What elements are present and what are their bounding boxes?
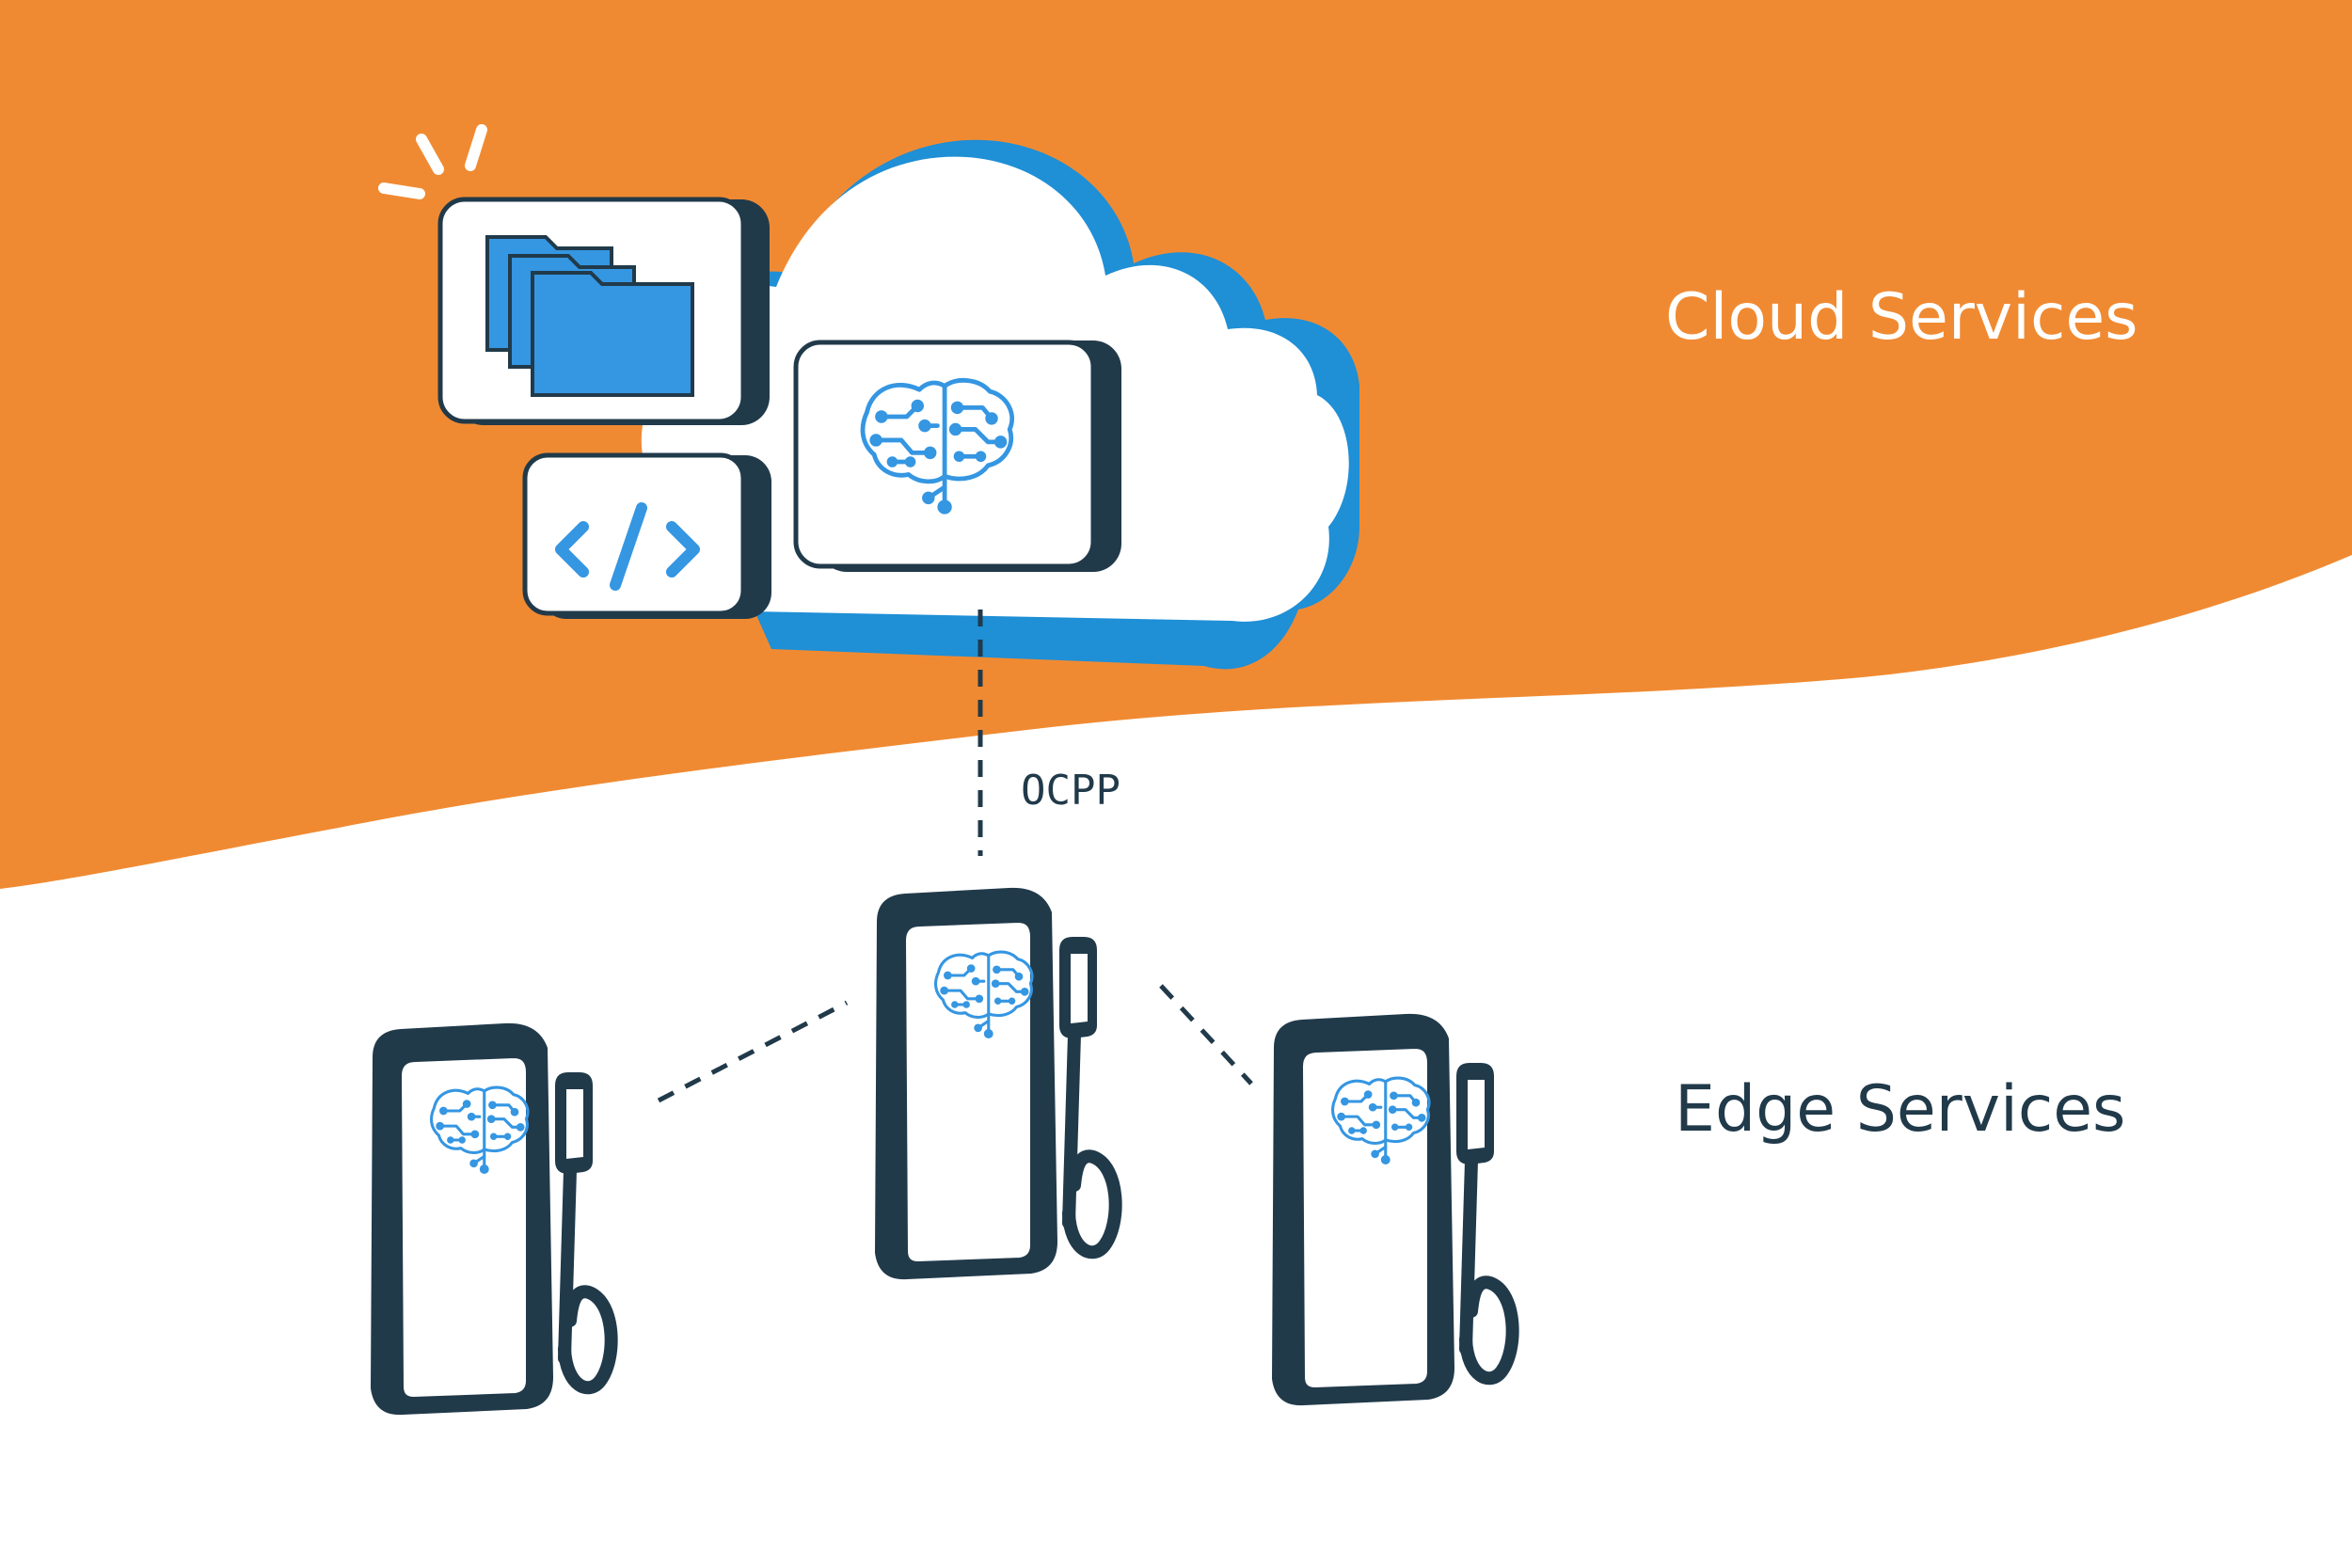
charging-station-icon [1272,1014,1513,1405]
edge-link-left [657,1000,849,1103]
cloud-ai-card [793,340,1121,572]
edge-services-label: Edge Services [1675,1072,2126,1147]
code-card [522,452,771,619]
charging-station-right [1272,1014,1513,1405]
protocol-label: OCPP [1021,767,1120,815]
charging-station-left [371,1023,612,1415]
cloud-services-label: Cloud Services [1665,280,2138,355]
code-icon [555,502,700,591]
sparkle-icon [378,124,487,199]
connector-lines [657,610,1253,1103]
charging-station-icon [875,888,1116,1279]
charging-station-center [875,888,1116,1279]
edge-link-right [1159,984,1253,1085]
folders-icon [485,235,694,397]
folders-card [437,197,770,425]
charging-station-icon [371,1023,612,1415]
